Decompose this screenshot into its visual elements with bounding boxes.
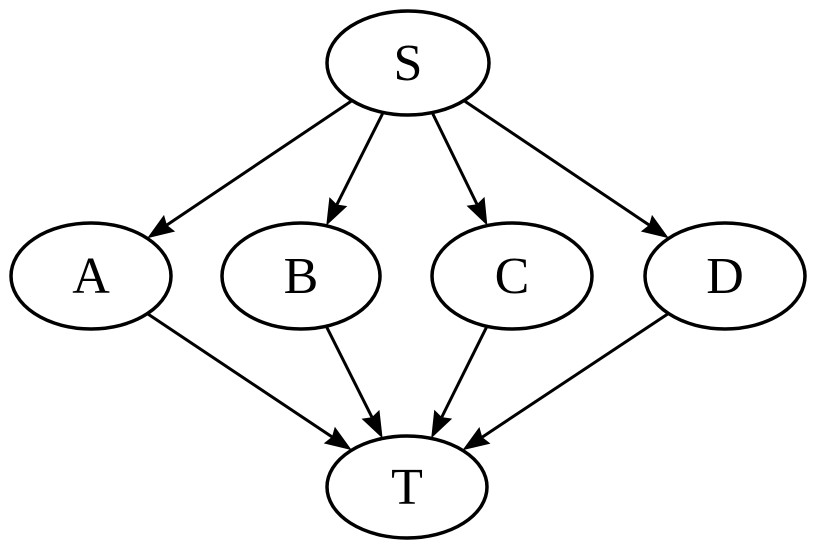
edge-S-to-B bbox=[326, 111, 385, 226]
edge-A-to-T bbox=[146, 312, 352, 451]
edge-line-S-A bbox=[166, 99, 353, 227]
arrowhead-icon bbox=[462, 426, 491, 451]
edge-C-to-T bbox=[431, 325, 489, 439]
node-C-ellipse bbox=[430, 221, 594, 331]
arrowhead-icon bbox=[640, 214, 669, 239]
arrowhead-icon bbox=[361, 409, 383, 439]
node-A-ellipse bbox=[9, 221, 173, 331]
node-B-ellipse bbox=[220, 221, 382, 331]
arrowhead-icon bbox=[323, 426, 352, 451]
edge-S-to-A bbox=[147, 99, 353, 239]
node-D-label: D bbox=[706, 248, 744, 305]
edge-line-D-T bbox=[481, 312, 670, 439]
node-T: T bbox=[325, 434, 489, 540]
node-C-label: C bbox=[495, 248, 530, 305]
edge-line-S-C bbox=[430, 111, 479, 205]
edge-B-to-T bbox=[324, 325, 383, 439]
edge-line-A-T bbox=[146, 312, 333, 439]
arrowhead-icon bbox=[431, 409, 453, 439]
node-B-label: B bbox=[284, 248, 319, 305]
node-D: D bbox=[643, 221, 807, 331]
node-S-ellipse bbox=[325, 9, 491, 117]
edge-line-S-B bbox=[335, 111, 385, 206]
edge-line-B-T bbox=[324, 325, 374, 418]
node-B: B bbox=[220, 221, 382, 331]
node-S-label: S bbox=[394, 35, 423, 92]
node-A: A bbox=[9, 221, 173, 331]
node-C: C bbox=[430, 221, 594, 331]
node-S: S bbox=[325, 9, 491, 117]
arrowhead-icon bbox=[326, 197, 348, 226]
node-T-label: T bbox=[391, 459, 423, 516]
node-T-ellipse bbox=[325, 434, 489, 540]
arrowhead-icon bbox=[147, 214, 176, 239]
edge-line-S-D bbox=[463, 99, 650, 227]
node-D-ellipse bbox=[643, 221, 807, 331]
edge-D-to-T bbox=[462, 312, 670, 451]
node-A-label: A bbox=[72, 248, 110, 305]
edge-S-to-C bbox=[430, 111, 488, 226]
edge-line-C-T bbox=[440, 325, 489, 418]
edge-S-to-D bbox=[463, 99, 669, 239]
arrowhead-icon bbox=[466, 196, 488, 226]
